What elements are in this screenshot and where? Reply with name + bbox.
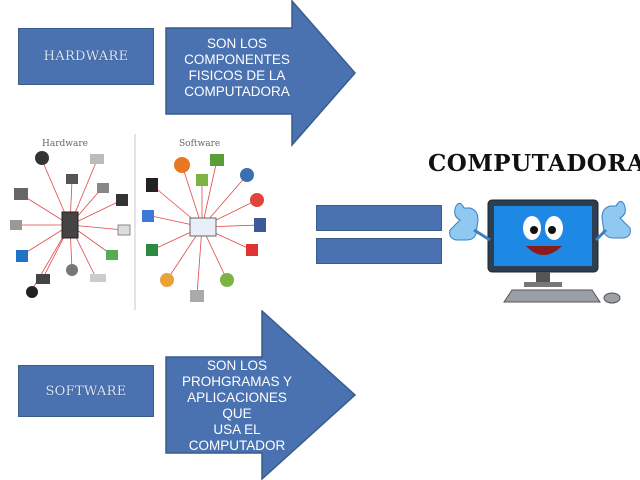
hardware-panel-title: Hardware <box>42 139 88 149</box>
equals-bar-bottom <box>316 238 442 264</box>
software-panel-title: Software <box>179 139 220 149</box>
software-arrow <box>165 310 357 480</box>
hardware-software-network-image: Hardware Software <box>2 130 270 312</box>
hardware-label-box: HARDWARE <box>18 28 154 85</box>
hardware-description: SON LOS COMPONENTES FISICOS DE LA COMPUT… <box>184 36 290 99</box>
hardware-arrow <box>165 0 356 147</box>
software-label-box: SOFTWARE <box>18 365 154 417</box>
equals-bar-top <box>316 205 442 231</box>
software-label: SOFTWARE <box>45 383 127 399</box>
hardware-label: HARDWARE <box>43 49 129 64</box>
software-description: SON LOS PROHGRAMAS Y APLICACIONES QUE US… <box>181 358 293 453</box>
computer-title: COMPUTADORA <box>428 150 640 177</box>
smiling-computer-image <box>449 199 631 304</box>
